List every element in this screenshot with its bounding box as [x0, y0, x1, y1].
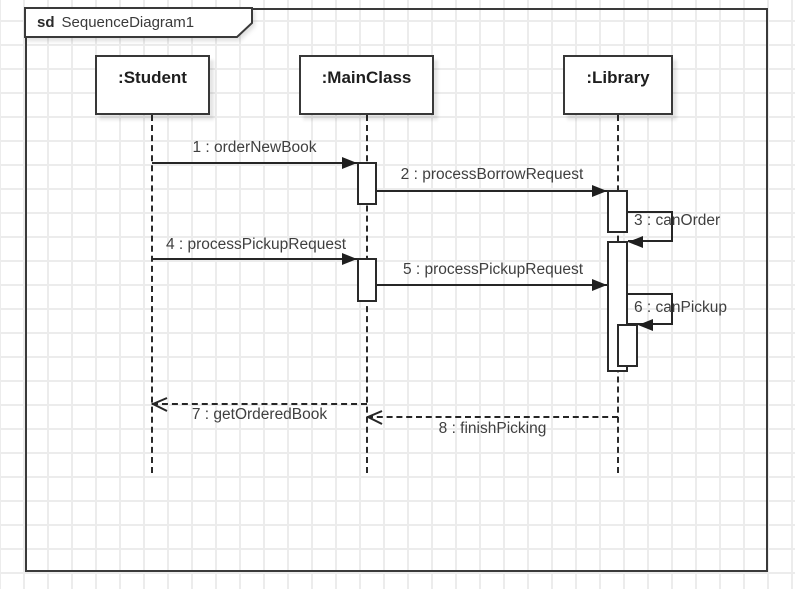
frame-keyword: sd [37, 14, 55, 31]
activation-bar-mainclass-1[interactable] [357, 162, 377, 205]
lifeline-head-library[interactable]: :Library [563, 55, 673, 115]
lifeline-head-mainclass-label: :MainClass [321, 68, 412, 87]
lifeline-head-student-label: :Student [118, 68, 187, 87]
activation-bar-library-3[interactable] [617, 324, 638, 367]
message-4-label[interactable]: 4 : processPickupRequest [165, 236, 347, 253]
message-2-line[interactable] [377, 190, 607, 192]
message-1-line[interactable] [152, 162, 357, 164]
message-8-line[interactable] [367, 416, 618, 418]
message-8-open-arrowhead-icon [366, 410, 383, 425]
message-3-label[interactable]: 3 : canOrder [634, 212, 721, 229]
frame-title: sd SequenceDiagram1 [25, 8, 239, 37]
message-6-arrowhead-icon [638, 319, 653, 331]
message-5-line[interactable] [377, 284, 607, 286]
lifeline-head-mainclass[interactable]: :MainClass [299, 55, 434, 115]
activation-bar-mainclass-2[interactable] [357, 258, 377, 302]
message-6-label[interactable]: 6 : canPickup [634, 299, 728, 316]
message-7-label[interactable]: 7 : getOrderedBook [191, 406, 328, 423]
lifeline-head-student[interactable]: :Student [95, 55, 210, 115]
message-1-arrowhead-icon [342, 157, 357, 169]
sequence-diagram-frame[interactable] [25, 8, 768, 572]
message-4-arrowhead-icon [342, 253, 357, 265]
activation-bar-library-1[interactable] [607, 190, 628, 233]
frame-label-pentagon[interactable] [24, 7, 254, 39]
frame-title-text: SequenceDiagram1 [61, 14, 195, 31]
message-5-label[interactable]: 5 : processPickupRequest [402, 261, 584, 278]
message-7-open-arrowhead-icon [151, 397, 168, 412]
message-3-self-loop[interactable] [628, 211, 673, 242]
message-2-arrowhead-icon [592, 185, 607, 197]
message-2-label[interactable]: 2 : processBorrowRequest [400, 166, 584, 183]
lifeline-student[interactable] [151, 115, 153, 473]
message-7-line[interactable] [152, 403, 367, 405]
message-1-label[interactable]: 1 : orderNewBook [192, 139, 317, 156]
message-8-label[interactable]: 8 : finishPicking [438, 420, 547, 437]
message-3-arrowhead-icon [628, 236, 643, 248]
message-4-line[interactable] [152, 258, 357, 260]
message-5-arrowhead-icon [592, 279, 607, 291]
lifeline-head-library-label: :Library [586, 68, 650, 87]
